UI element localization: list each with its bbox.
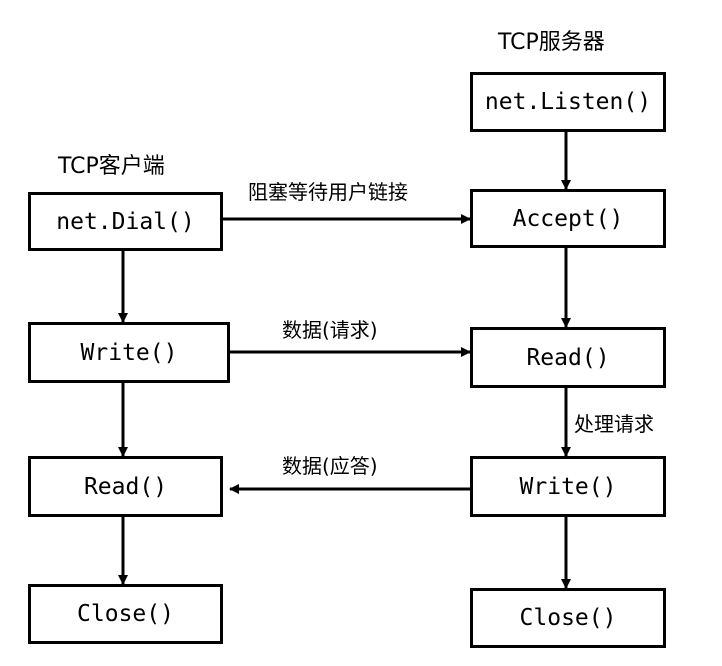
edge-label-request: 数据(请求) [282,318,378,342]
server-listen-box: net.Listen() [470,72,666,132]
server-write-box: Write() [470,456,666,517]
server-close-box: Close() [470,588,666,648]
edge-label-response: 数据(应答) [282,454,378,478]
client-write-box: Write() [28,322,230,383]
server-title: TCP服务器 [498,30,605,55]
client-close-box: Close() [28,584,223,644]
client-dial-box: net.Dial() [28,192,223,251]
edge-label-process: 处理请求 [574,412,654,436]
edge-label-connect: 阻塞等待用户链接 [248,180,408,204]
client-read-box: Read() [28,456,223,517]
server-accept-box: Accept() [470,189,666,248]
client-title: TCP客户端 [58,154,165,179]
server-read-box: Read() [470,327,666,388]
